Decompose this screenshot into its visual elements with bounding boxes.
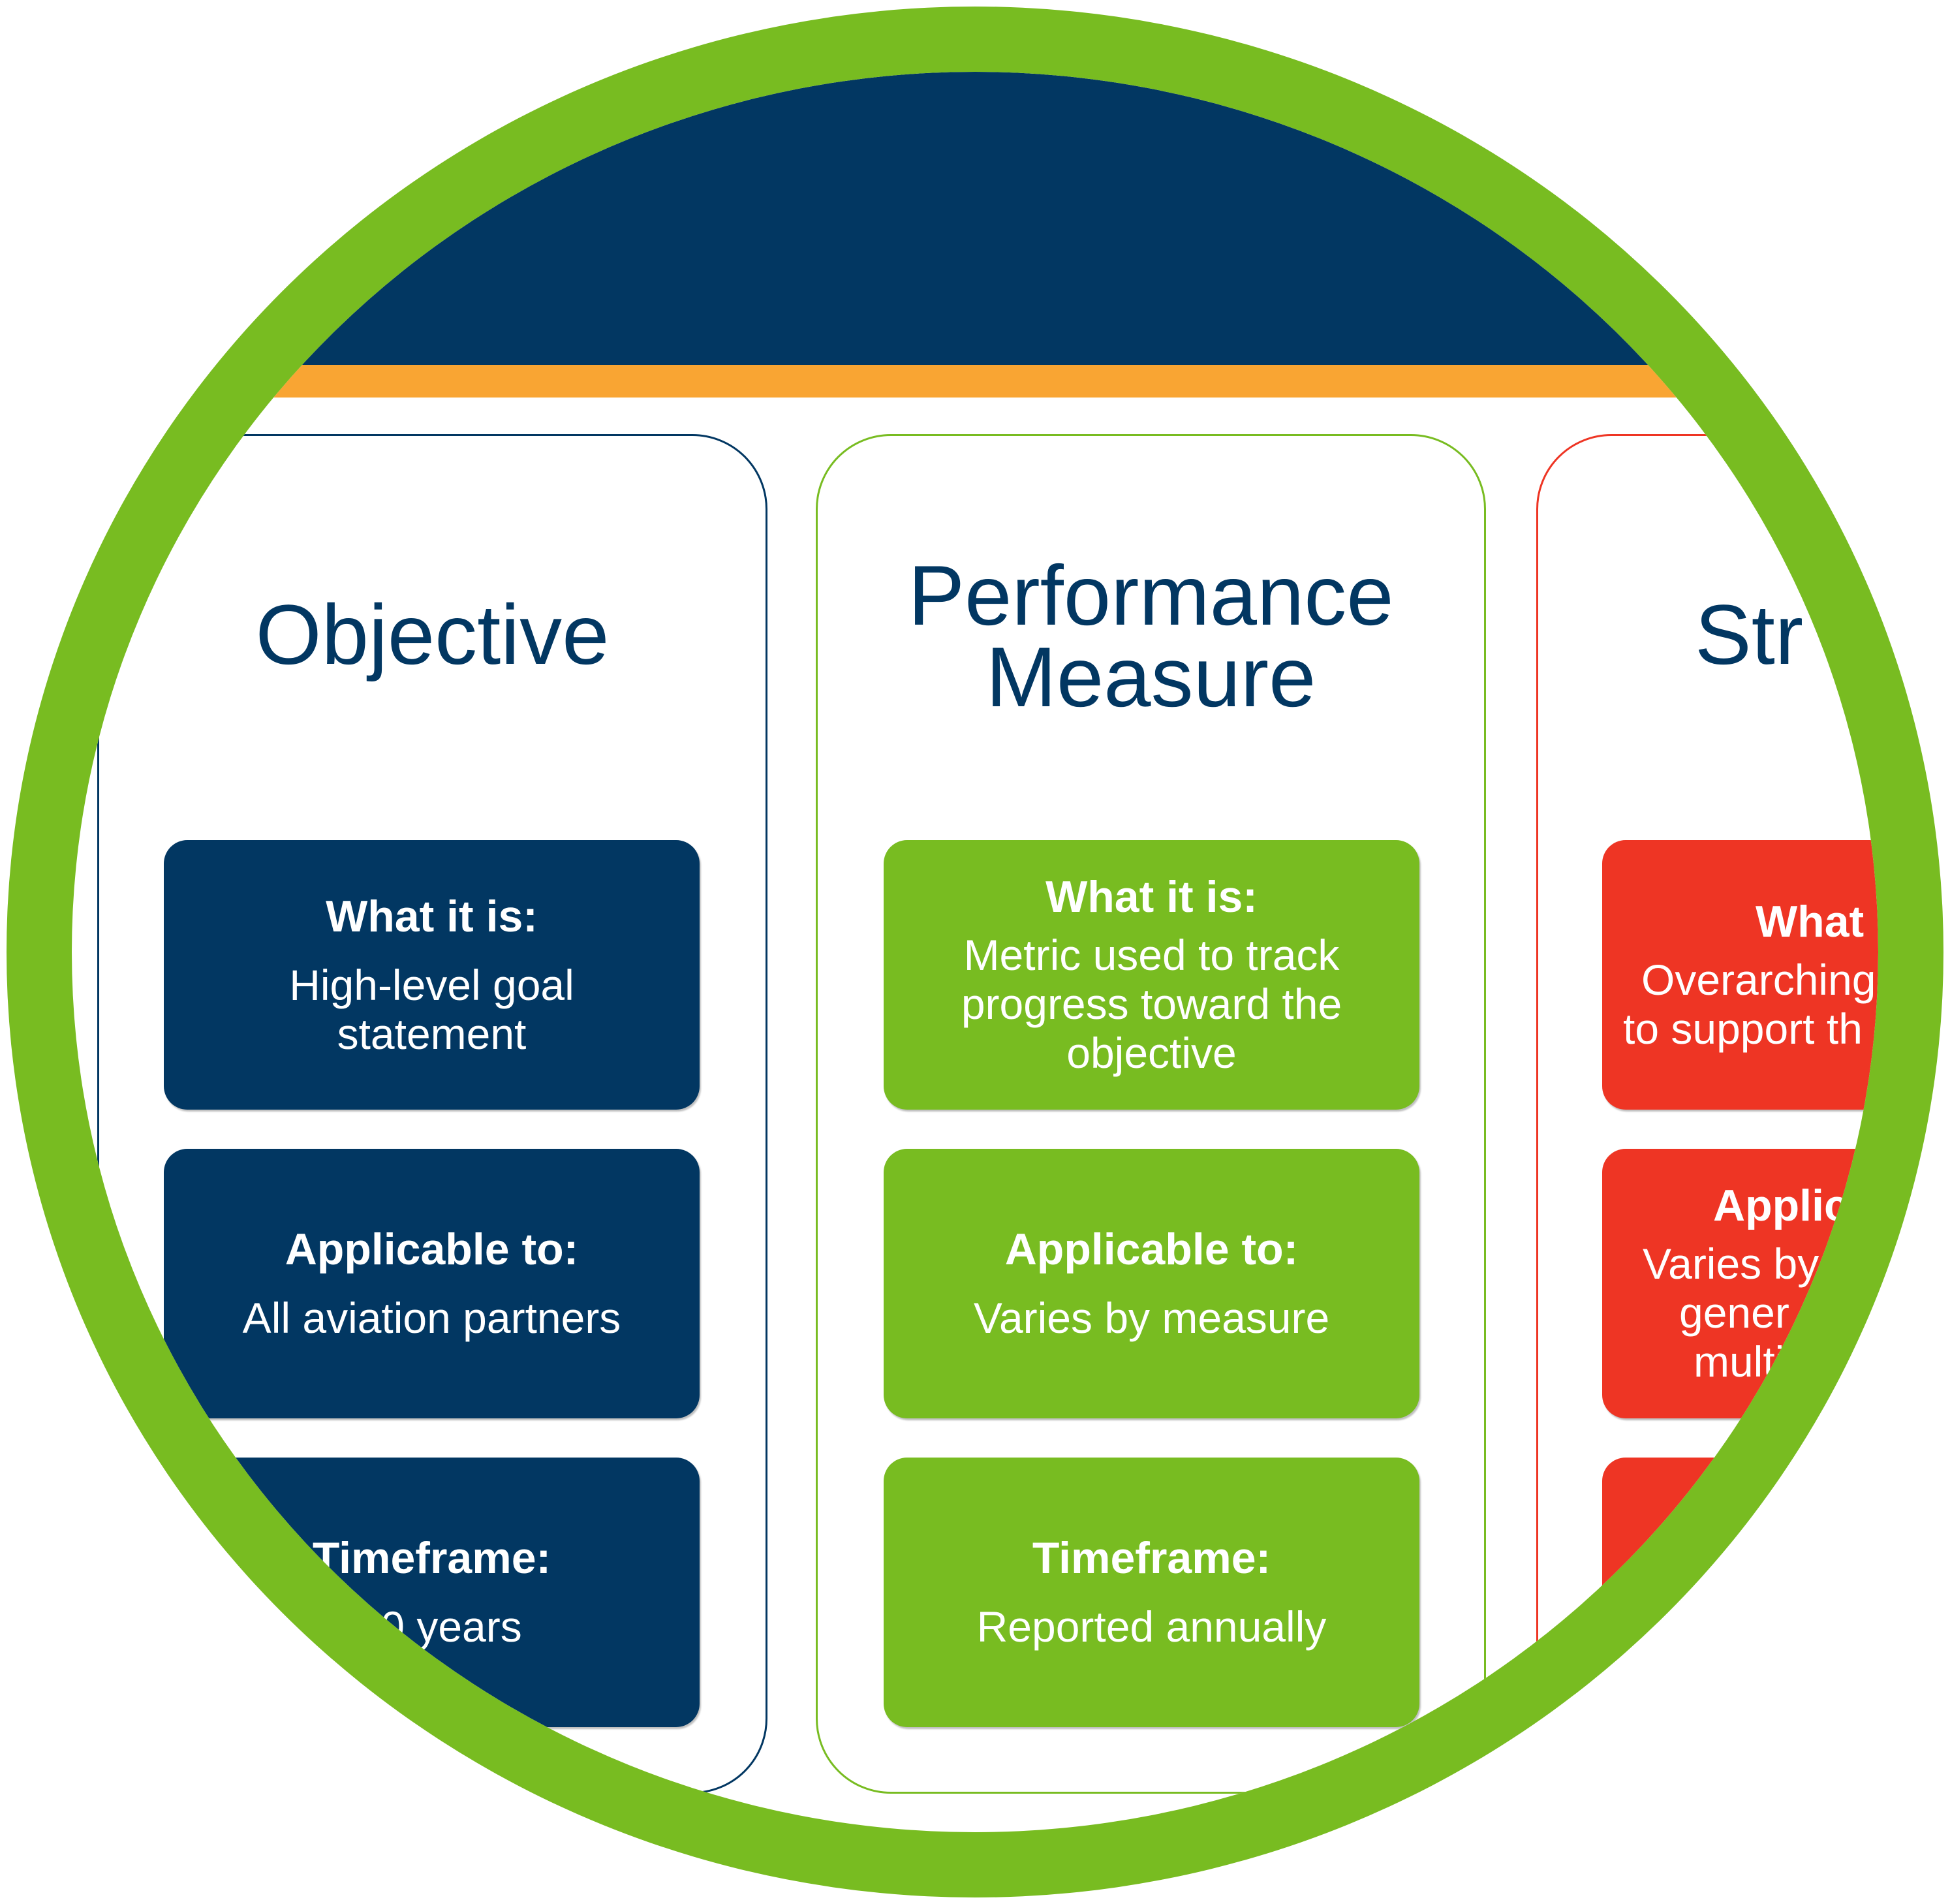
green-circle-ring — [7, 7, 1943, 1897]
